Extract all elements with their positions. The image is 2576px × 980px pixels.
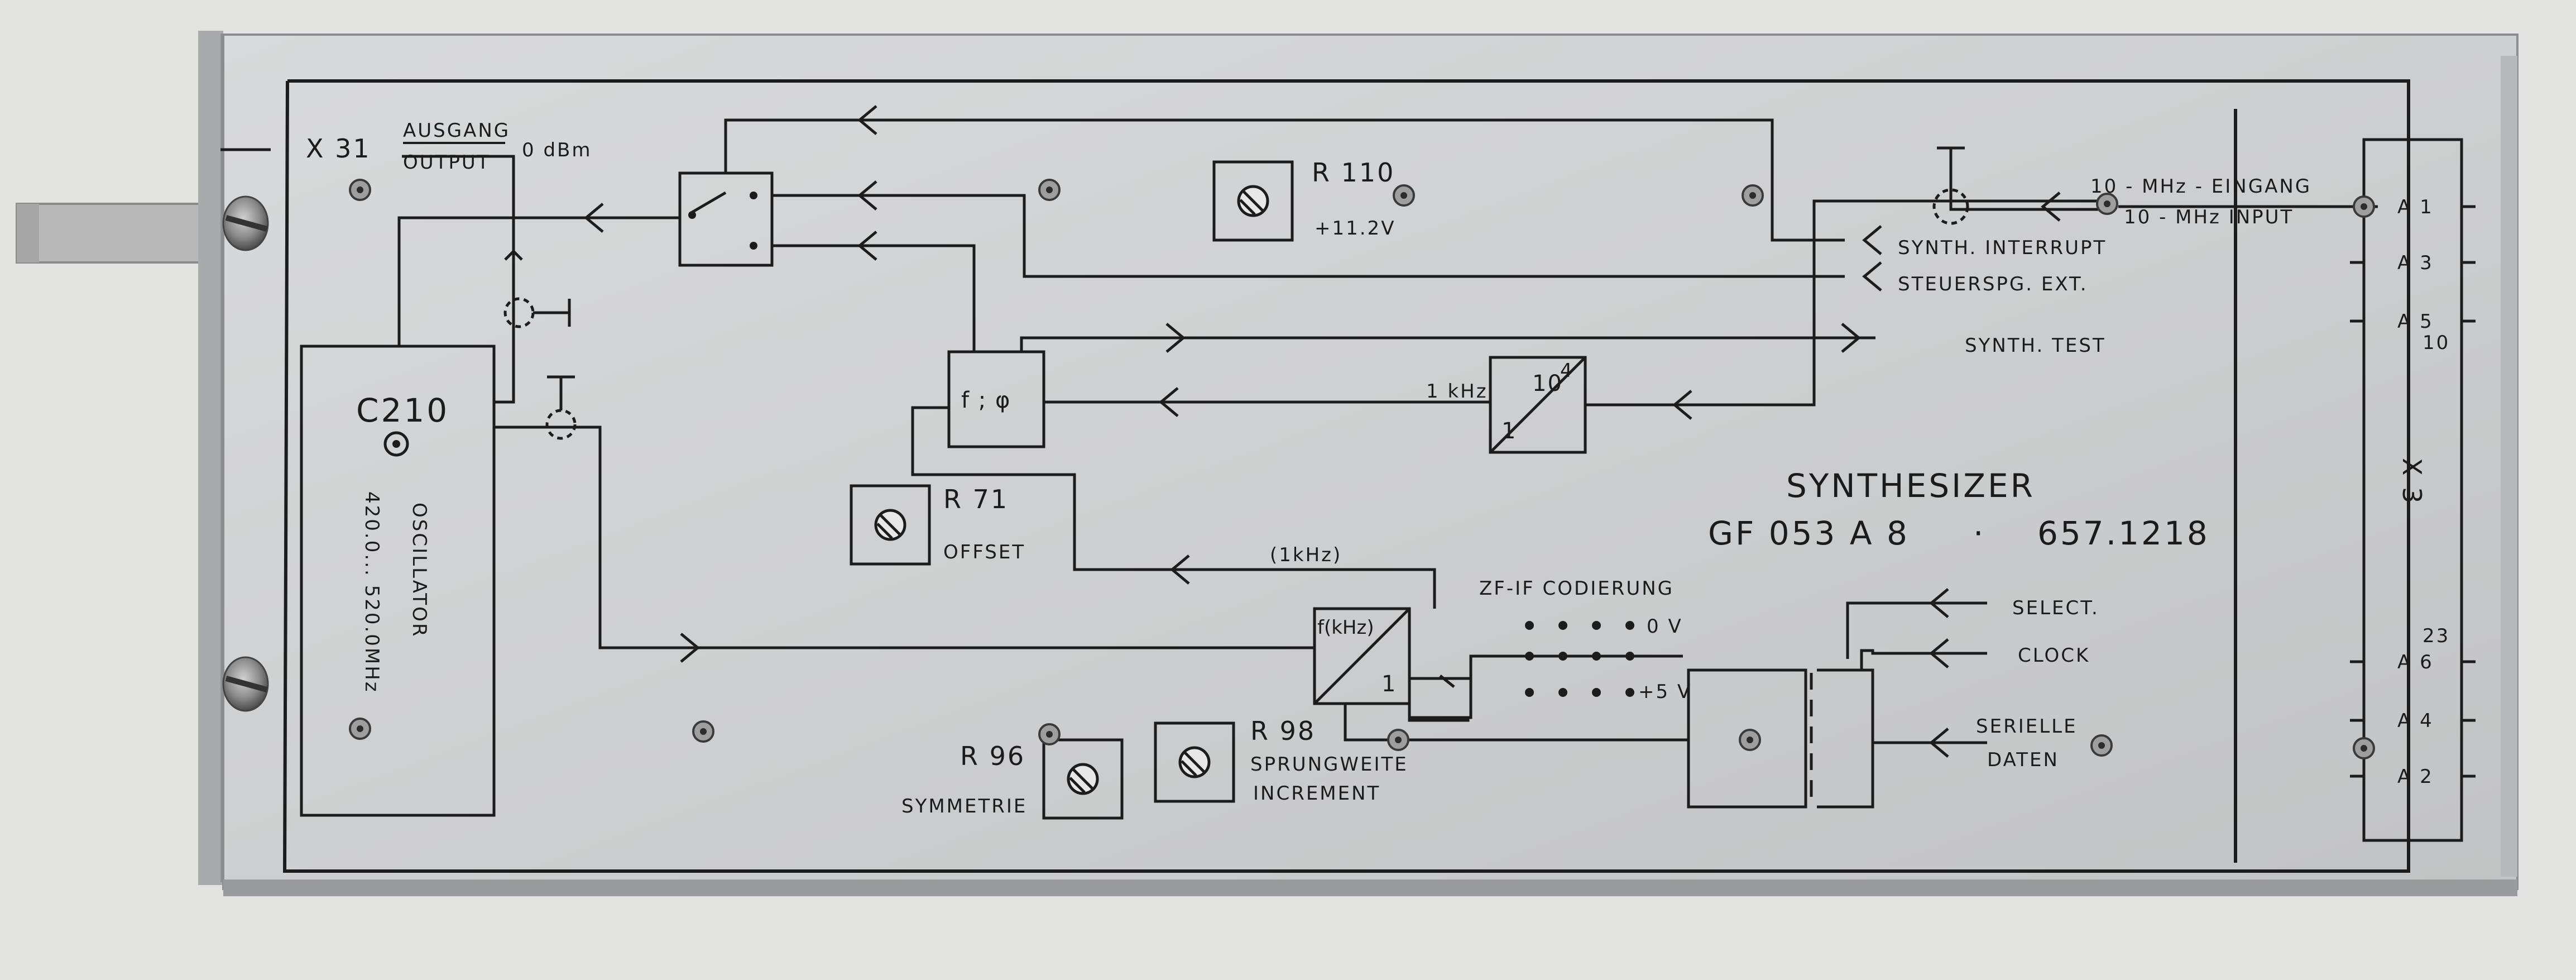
printed-frame (282, 79, 2410, 873)
r98-ref: R 98 (1250, 716, 1316, 746)
trimmer-r96 (1042, 738, 1124, 820)
front-plate (222, 34, 2519, 890)
signal-clock: CLOCK (2018, 644, 2090, 667)
side-rail (198, 31, 223, 885)
r96-label: SYMMETRIE (901, 795, 1027, 818)
x3-pin-num-23: 23 (2423, 625, 2450, 647)
signal-serial-daten: DATEN (1987, 749, 2059, 771)
signal-select: SELECT. (2012, 597, 2099, 619)
signal-serial-de: SERIELLE (1976, 715, 2078, 738)
x3-pin-a5: A 5 (2397, 310, 2434, 333)
trimmer-r71 (850, 484, 931, 566)
phase-detector-block (947, 350, 1045, 448)
oscillator-range: 420.0... 520.0MHz (361, 491, 383, 694)
ref-input-label-de: 10 - MHz - EINGANG (2090, 175, 2311, 198)
ref-coupler-icon (1932, 188, 1969, 225)
r71-label: OFFSET (943, 541, 1025, 563)
ref-input-label-en: 10 - MHz INPUT (2124, 206, 2294, 228)
trimmer-r98 (1154, 721, 1235, 803)
connector-x3-block (2362, 138, 2463, 842)
coding-plug-block (1687, 668, 1807, 809)
trimmer-r110 (1212, 160, 1294, 242)
divider-1e4-exp: 4 (1560, 360, 1574, 382)
mounting-screw-top-icon (222, 195, 269, 251)
output-level: 0 dBm (522, 139, 592, 161)
module-number: 657.1218 (2037, 514, 2210, 552)
r110-voltage: +11.2V (1315, 217, 1395, 240)
divider-1e4-freq: 1 kHz (1426, 380, 1488, 403)
divider-1e4-bottom: 1 (1502, 418, 1517, 444)
module-type: GF 053 A 8 (1708, 514, 1910, 552)
handle-tab (16, 203, 202, 264)
x3-pin-num-10: 10 (2423, 332, 2450, 354)
x3-pin-a4: A 4 (2397, 710, 2434, 732)
signal-synth-test: SYNTH. TEST (1965, 334, 2106, 357)
oscillator-name: OSCILLATOR (408, 503, 430, 638)
variable-divider-block (1313, 607, 1411, 705)
connector-x31-label: X 31 (306, 133, 371, 164)
module-name: SYNTHESIZER (1786, 467, 2035, 505)
r71-ref: R 71 (943, 484, 1009, 514)
r98-label-en: INCREMENT (1253, 782, 1380, 805)
if-coding-title: ZF-IF CODIERUNG (1479, 577, 1674, 600)
x3-pin-a2: A 2 (2397, 766, 2434, 788)
divider-var-freq: (1kHz) (1270, 544, 1342, 566)
output-label-en: OUTPUT (403, 151, 491, 174)
oscillator-adjust-icon (383, 431, 409, 457)
oscillator-ref: C210 (356, 391, 449, 429)
signal-steuerspg: STEUERSPG. EXT. (1898, 273, 2088, 295)
divider-var-bottom: 1 (1381, 671, 1397, 697)
connector-x3-label: X 3 (2397, 458, 2427, 505)
r96-ref: R 96 (960, 741, 1025, 771)
divider-var-top: f(kHz) (1317, 616, 1374, 639)
module-dot: · (1973, 514, 1985, 552)
x3-pin-a6: A 6 (2397, 651, 2434, 673)
mounting-screw-bottom-icon (222, 656, 269, 712)
output-label-de: AUSGANG (403, 119, 510, 142)
if-coding-plus: +5 V (1638, 681, 1692, 703)
x3-pin-a3: A 3 (2397, 252, 2434, 274)
divider-1e4-top: 10 (1532, 371, 1563, 396)
rivets (349, 179, 2375, 759)
r110-ref: R 110 (1312, 157, 1395, 188)
signal-synth-interrupt: SYNTH. INTERRUPT (1898, 237, 2107, 259)
if-coding-zero: 0 V (1647, 615, 1683, 638)
phase-detector-label: f ; φ (961, 388, 1011, 413)
x3-pin-a1: A 1 (2397, 196, 2434, 218)
r98-label-de: SPRUNGWEITE (1250, 753, 1408, 776)
